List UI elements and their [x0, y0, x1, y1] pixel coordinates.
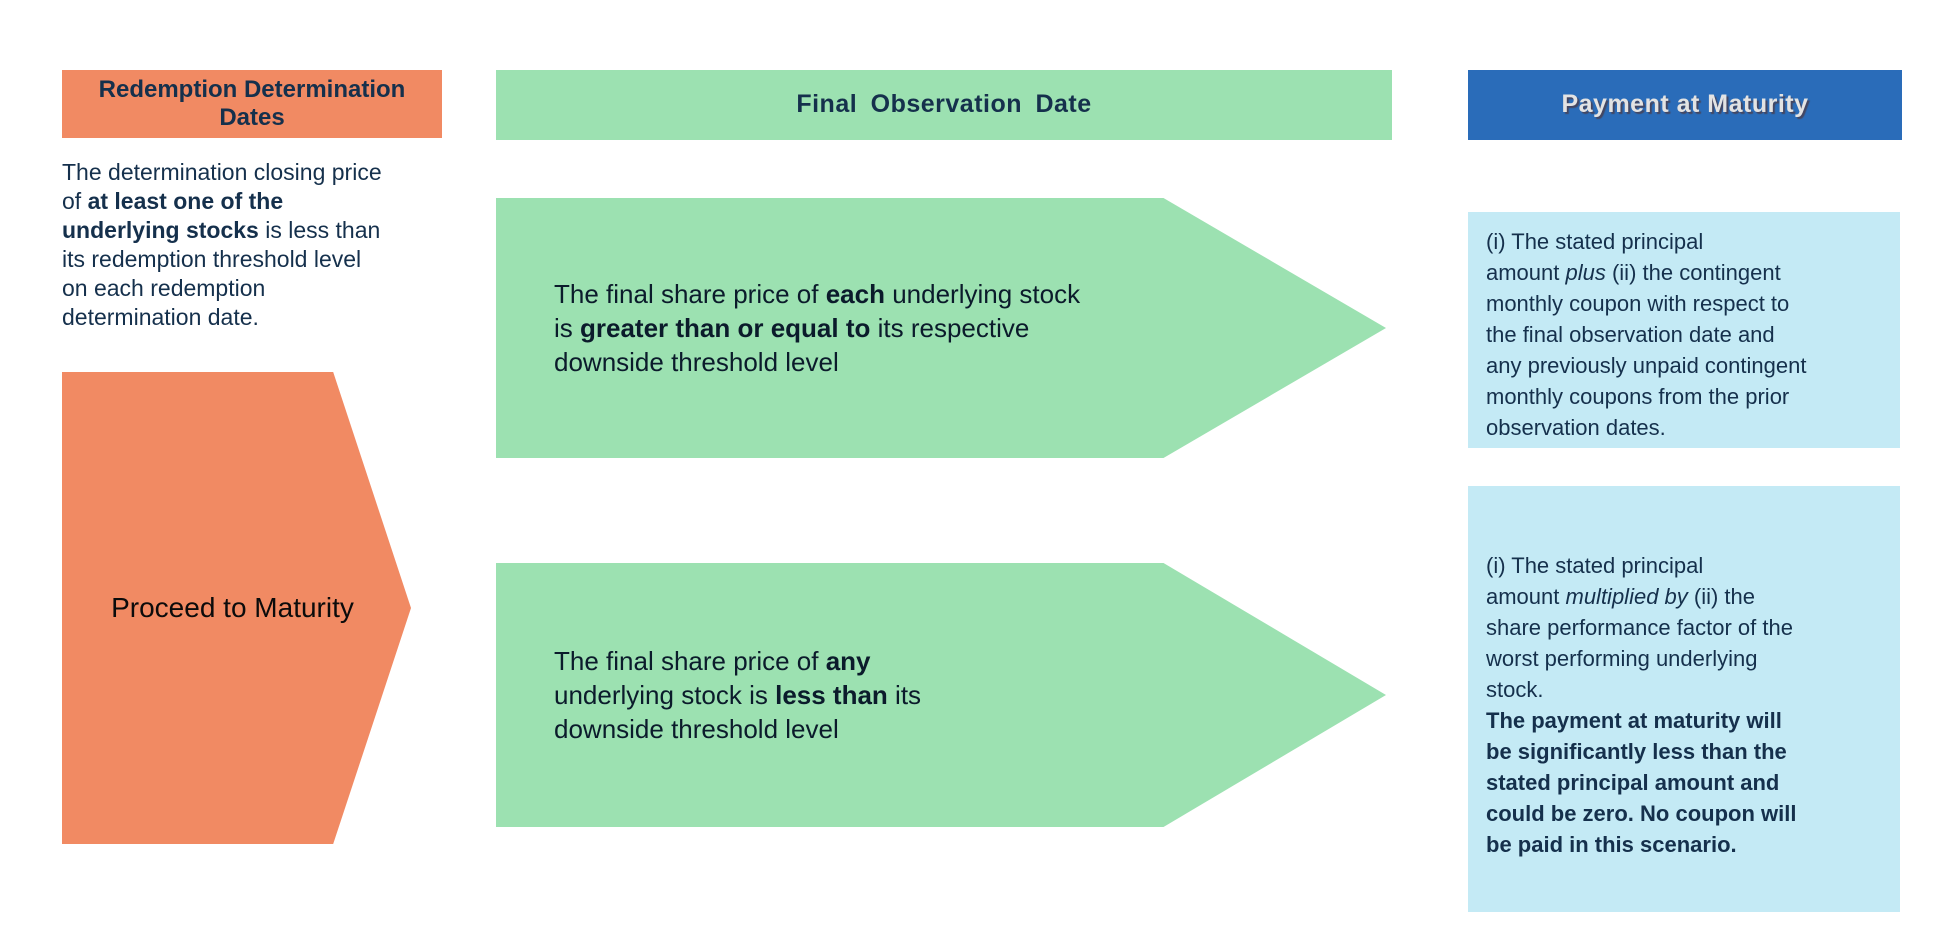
proceed-to-maturity-arrow: Proceed to Maturity — [62, 372, 411, 844]
redemption-determination-dates-header: Redemption Determination Dates — [62, 70, 442, 138]
scenario-arrow-above-threshold: The final share price of each underlying… — [496, 198, 1386, 458]
proceed-to-maturity-label: Proceed to Maturity — [111, 592, 354, 623]
scenario-above-threshold-text: The final share price of each underlying… — [554, 279, 1081, 377]
final-observation-date-header: Final Observation Date — [496, 70, 1392, 140]
payment-at-maturity-header: Payment at Maturity — [1468, 70, 1902, 140]
